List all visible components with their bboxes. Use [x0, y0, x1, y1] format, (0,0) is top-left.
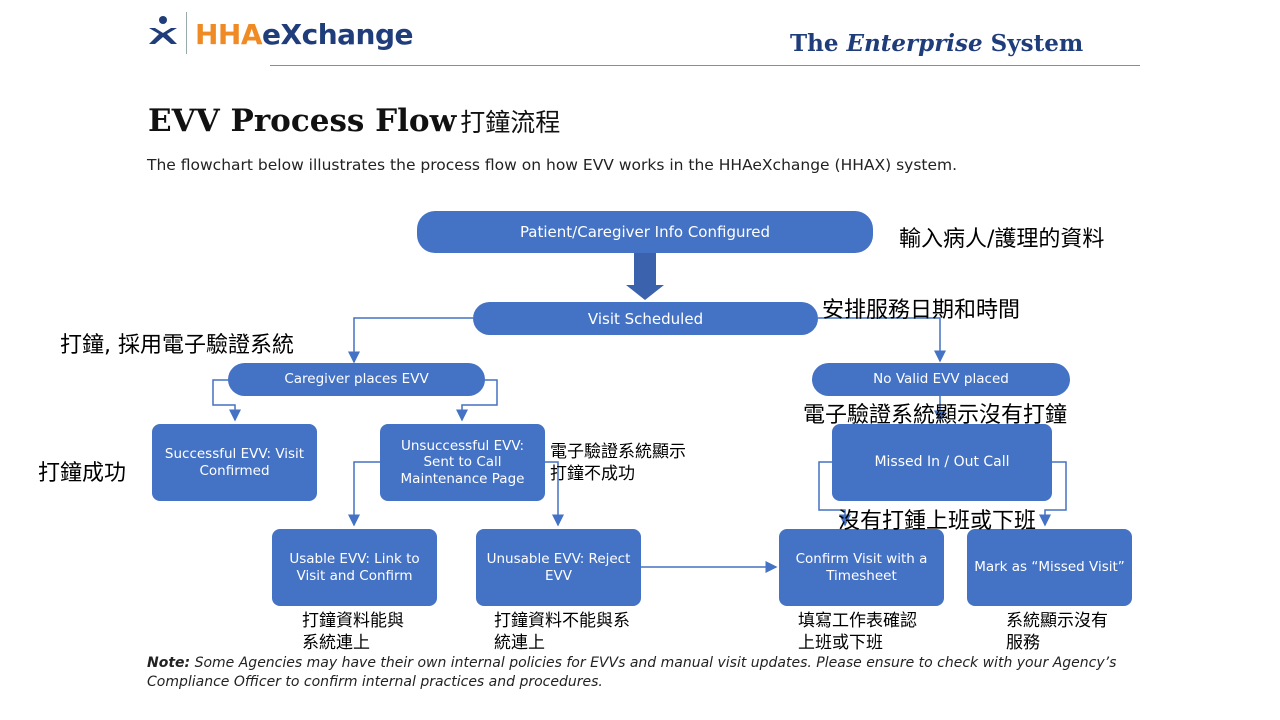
annotation-timesheet: 填寫工作表確認上班或下班	[798, 611, 917, 653]
annotation-unsuccessful: 電子驗證系統顯示打鐘不成功	[550, 442, 686, 484]
annotation-missed: 沒有打鍾上班或下班	[838, 509, 1037, 534]
node-confirm-timesheet: Confirm Visit with a Timesheet	[779, 529, 944, 606]
node-no-valid-evv: No Valid EVV placed	[812, 363, 1070, 396]
annotation-caregiver: 打鐘, 採用電子驗證系統	[60, 333, 294, 358]
intro-text: The flowchart below illustrates the proc…	[147, 156, 958, 174]
node-missed-call: Missed In / Out Call	[832, 424, 1052, 501]
footnote: Note: Some Agencies may have their own i…	[147, 655, 1117, 690]
annotation-usable: 打鐘資料能與系統連上	[302, 611, 404, 653]
logo-icon	[145, 14, 181, 50]
logo-divider	[186, 12, 187, 54]
annotation-info: 輸入病人/護理的資料	[899, 227, 1105, 252]
annotation-scheduled: 安排服務日期和時間	[822, 298, 1021, 323]
logo: HHAeXchange	[195, 18, 414, 51]
annotation-success: 打鐘成功	[38, 461, 127, 486]
node-caregiver-places-evv: Caregiver places EVV	[228, 363, 485, 396]
main-down-arrow	[626, 253, 664, 300]
annotation-unusable: 打鐘資料不能與系統連上	[494, 611, 630, 653]
annotation-no-valid: 電子驗證系統顯示沒有打鐘	[803, 403, 1068, 428]
node-mark-missed-visit: Mark as “Missed Visit”	[967, 529, 1132, 606]
node-unsuccessful-evv: Unsuccessful EVV: Sent to Call Maintenan…	[380, 424, 545, 501]
node-info-configured: Patient/Caregiver Info Configured	[417, 211, 873, 253]
node-successful-evv: Successful EVV: Visit Confirmed	[152, 424, 317, 501]
node-usable-evv: Usable EVV: Link to Visit and Confirm	[272, 529, 437, 606]
node-visit-scheduled: Visit Scheduled	[473, 302, 818, 335]
node-unusable-evv: Unusable EVV: Reject EVV	[476, 529, 641, 606]
system-title: The Enterprise System	[790, 30, 1084, 57]
header-divider	[270, 65, 1140, 66]
annotation-missed-visit: 系統顯示沒有服務	[1006, 611, 1108, 653]
